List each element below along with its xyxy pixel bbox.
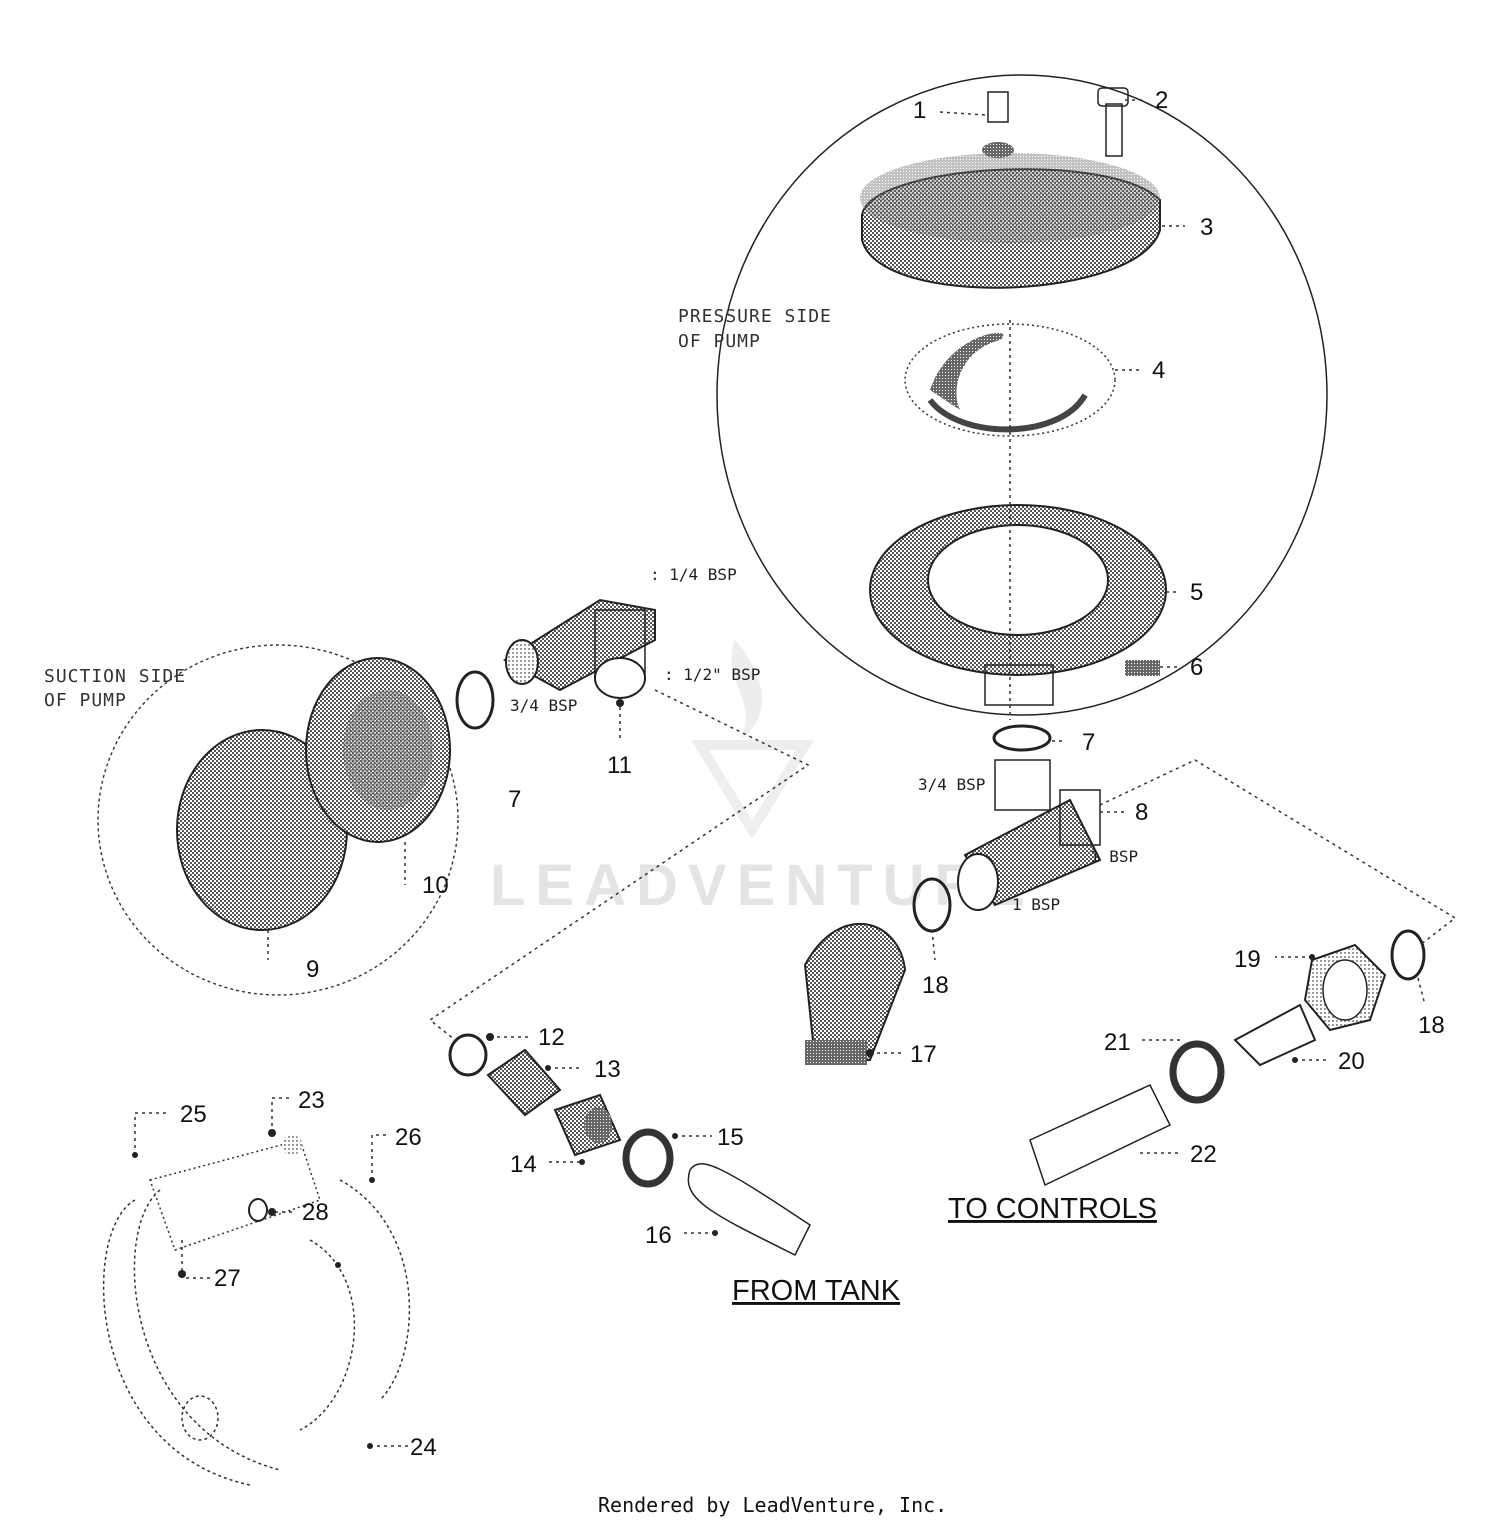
- pressure-side-note-line2: OF PUMP: [678, 331, 761, 352]
- callout-28: 28: [302, 1199, 329, 1226]
- part-2-bolt: [1097, 87, 1129, 157]
- part-16-hose: [687, 1163, 811, 1257]
- callout-2: 2: [1155, 87, 1168, 114]
- callout-19: 19: [1234, 946, 1261, 973]
- callout-4: 4: [1152, 357, 1165, 384]
- part-19-coupling-nut: [1303, 943, 1387, 1032]
- callout-9: 9: [306, 956, 319, 983]
- callout-26: 26: [395, 1124, 422, 1151]
- pressure-side-note-line1: PRESSURE SIDE: [678, 306, 832, 327]
- callout-27: 27: [214, 1265, 241, 1292]
- part-13-hose-barb: [486, 1048, 562, 1117]
- part-1-fitting: [982, 91, 1014, 158]
- part-22-hose: [1029, 1084, 1172, 1187]
- thread-size-label: 1 BSP: [1012, 895, 1060, 914]
- part-21-clamp: [1169, 1040, 1225, 1104]
- callout-21: 21: [1104, 1029, 1131, 1056]
- leader-lines: [134, 99, 1457, 1447]
- callout-7: 7: [508, 786, 521, 813]
- from-tank-label: FROM TANK: [732, 1275, 901, 1307]
- callout-11: 11: [607, 752, 632, 779]
- callout-25: 25: [180, 1101, 207, 1128]
- callout-15: 15: [717, 1124, 744, 1151]
- callout-13: 13: [594, 1056, 621, 1083]
- callout-3: 3: [1200, 214, 1213, 241]
- thread-size-label: : 1/4 BSP: [650, 565, 737, 584]
- callout-14: 14: [510, 1151, 537, 1178]
- callout-24: 24: [410, 1434, 437, 1461]
- suction-side-note-line2: OF PUMP: [44, 690, 127, 711]
- thread-size-label: 3/4 BSP: [918, 775, 985, 794]
- part-12-o-ring: [448, 1033, 488, 1077]
- suction-side-note-line1: SUCTION SIDE: [44, 666, 186, 687]
- part-7-o-ring-upper: [992, 724, 1052, 752]
- thread-size-label: 1 BSP: [1090, 847, 1138, 866]
- part-14-nut: [553, 1093, 622, 1157]
- callout-12: 12: [538, 1024, 565, 1051]
- part-28-washer: [248, 1198, 268, 1222]
- callout-5: 5: [1190, 579, 1203, 606]
- callout-1: 1: [913, 97, 926, 124]
- callout-18: 18: [1418, 1012, 1445, 1039]
- part-17-elbow: [803, 922, 907, 1065]
- part-8-tee-fitting: [957, 759, 1102, 911]
- watermark-text: LEADVENTURE: [490, 853, 1035, 918]
- callout-22: 22: [1190, 1141, 1217, 1168]
- callout-23: 23: [298, 1087, 325, 1114]
- part-7-o-ring-lower: [455, 670, 495, 730]
- callout-16: 16: [645, 1222, 672, 1249]
- leader-dots: [132, 699, 1315, 1449]
- callout-7: 7: [1082, 729, 1095, 756]
- part-6-nut: [1125, 660, 1160, 676]
- watermark-logo: [691, 640, 815, 840]
- callout-8: 8: [1135, 799, 1148, 826]
- part-5-flange-plate: [869, 504, 1167, 706]
- part-15-clamp: [622, 1128, 674, 1188]
- pressure-side-group-outline: [716, 74, 1328, 716]
- thread-size-label: : 1/2" BSP: [664, 665, 760, 684]
- part-11-tee-fitting: [503, 598, 656, 699]
- suction-side-group-outline: [97, 644, 459, 996]
- callout-17: 17: [910, 1041, 937, 1068]
- part-3-pump-head: [860, 153, 1161, 289]
- part-4-diaphragm: [904, 323, 1116, 437]
- part-24-frame-tube: [102, 1179, 411, 1486]
- part-20-hose-barb: [1233, 1003, 1317, 1067]
- part-18-o-ring-right: [1390, 929, 1426, 981]
- callout-10: 10: [422, 872, 449, 899]
- part-23-bracket: [149, 1135, 321, 1251]
- callout-6: 6: [1190, 654, 1203, 681]
- callout-20: 20: [1338, 1048, 1365, 1075]
- thread-size-label: 3/4 BSP: [510, 696, 577, 715]
- callout-18: 18: [922, 972, 949, 999]
- footer-credit: Rendered by LeadVenture, Inc.: [598, 1493, 947, 1517]
- to-controls-label: TO CONTROLS: [948, 1193, 1157, 1225]
- part-10-strainer-body: [305, 657, 451, 843]
